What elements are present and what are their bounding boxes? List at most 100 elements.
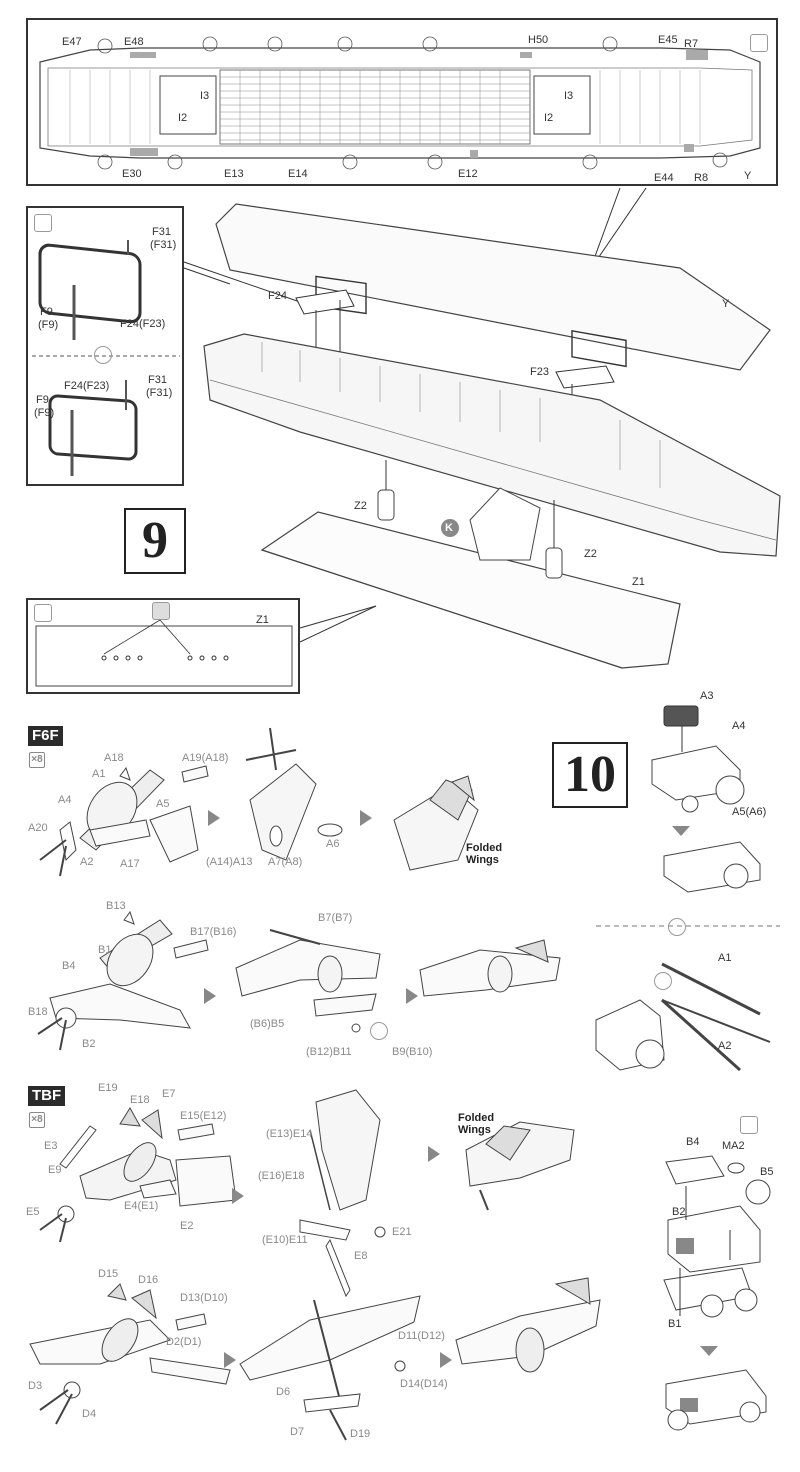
f6f-assembly-drawing (37, 727, 561, 1051)
tbf-quantity-badge: ×8 (29, 1112, 45, 1128)
alternate-option-icon (654, 972, 672, 990)
tbf-label-e8: E8 (354, 1250, 368, 1262)
ship-label-f23: F23 (530, 366, 549, 378)
tbf-folded-wings-note: Folded Wings (458, 1112, 495, 1136)
ship-label-z1: Z1 (632, 576, 645, 588)
alternate-option-icon (668, 918, 686, 936)
tow-tractor-drawing (595, 705, 780, 1072)
plan-label-r7: R7 (684, 38, 699, 50)
plan-label-h50: H50 (528, 34, 549, 46)
ship-label-k: K (445, 522, 453, 534)
plan-label-e12: E12 (458, 168, 478, 180)
ship-label-y: Y (722, 298, 730, 310)
detail-label-f9-alt: (F9) (38, 319, 59, 331)
step-number-10: 10 (552, 742, 628, 808)
plan-label-e14: E14 (288, 168, 308, 180)
flight-deck-plan-drawing (39, 36, 761, 170)
tbf-label-e16: (E16)E18 (258, 1170, 305, 1182)
plan-label-i2-fore: I2 (178, 112, 188, 124)
elevator-detail-drawing (32, 240, 301, 476)
tbf-tag: TBF (28, 1086, 66, 1106)
tbf-label-d3: D3 (28, 1380, 43, 1392)
plan-label-e48: E48 (124, 36, 144, 48)
paint-brush-icon (750, 34, 768, 52)
f6f-label-b2: B2 (82, 1038, 96, 1050)
f6f-label-b4: B4 (62, 960, 76, 972)
step-arrow (672, 826, 690, 836)
f6f-label-b9: B9(B10) (392, 1046, 433, 1058)
alternate-option-icon (94, 346, 112, 364)
detail-label-f24: F24(F23) (120, 318, 166, 330)
f6f-label-b17: B17(B16) (190, 926, 237, 938)
carrier-assembly-drawing (203, 187, 781, 669)
paint-brush-icon (34, 214, 52, 232)
jeep-label-b2: B2 (672, 1206, 686, 1218)
jeep-label-ma2: MA2 (722, 1140, 745, 1152)
tbf-label-d7: D7 (290, 1426, 305, 1438)
stand-detail-label-z1: Z1 (256, 614, 269, 626)
plan-label-i2-aft: I2 (544, 112, 554, 124)
step-arrow (224, 1352, 236, 1368)
f6f-label-a18: A18 (104, 752, 124, 764)
tbf-label-d11: D11(D12) (398, 1330, 445, 1342)
step-arrow (440, 1352, 452, 1368)
plan-label-e44: E44 (654, 172, 674, 184)
paint-brush-icon (34, 604, 52, 622)
plan-label-r8: R8 (694, 172, 709, 184)
f6f-label-b7: B7(B7) (318, 912, 353, 924)
step-number-9: 9 (124, 508, 186, 574)
jeep-label-b4: B4 (686, 1136, 700, 1148)
tbf-label-d14: D14(D14) (400, 1378, 448, 1390)
f6f-label-a4: A4 (58, 794, 72, 806)
detail-label-f9-b-alt: (F9) (34, 407, 55, 419)
step-arrow (208, 810, 220, 826)
paint-icon (740, 1116, 758, 1134)
tbf-label-e13: (E13)E14 (266, 1128, 313, 1140)
plan-label-e13: E13 (224, 168, 244, 180)
detail-label-f9-b: F9 (36, 394, 49, 406)
detail-label-f31-alt: (F31) (150, 239, 177, 251)
f6f-quantity-badge: ×8 (29, 752, 45, 768)
tractor-label-a5: A5(A6) (732, 806, 767, 818)
step-arrow (360, 810, 372, 826)
f6f-label-a5: A5 (156, 798, 170, 810)
f6f-label-b18: B18 (28, 1006, 48, 1018)
tbf-label-e15: E15(E12) (180, 1110, 227, 1122)
f6f-label-b13: B13 (106, 900, 126, 912)
detail-label-f31-b-alt: (F31) (146, 387, 173, 399)
f6f-tag: F6F (28, 726, 63, 746)
detail-label-f24-b: F24(F23) (64, 380, 110, 392)
tbf-label-d19: D19 (350, 1428, 371, 1440)
tbf-label-e10: (E10)E11 (262, 1234, 308, 1246)
step-arrow (232, 1188, 244, 1204)
plan-label-i3-aft: I3 (564, 90, 574, 102)
drill-hole-icon (152, 602, 170, 620)
tbf-label-d16: D16 (138, 1274, 159, 1286)
tbf-label-d4: D4 (82, 1408, 97, 1420)
detail-label-f9: F9 (40, 306, 53, 318)
tractor-label-a1: A1 (718, 952, 732, 964)
step-arrow (700, 1346, 718, 1356)
f6f-label-b1: B1 (98, 944, 112, 956)
stand-detail-drawing (35, 619, 293, 687)
tbf-label-d6: D6 (276, 1386, 291, 1398)
tbf-label-d15: D15 (98, 1268, 119, 1280)
f6f-label-b12: (B12)B11 (306, 1046, 352, 1058)
step-arrow (428, 1146, 440, 1162)
ship-label-z2-left: Z2 (354, 500, 367, 512)
tbf-label-e19: E19 (98, 1082, 118, 1094)
tractor-label-a3: A3 (700, 690, 714, 702)
detail-label-f31: F31 (152, 226, 171, 238)
f6f-label-a14: (A14)A13 (206, 856, 253, 868)
jeep-label-b1: B1 (668, 1318, 682, 1330)
f6f-label-a17: A17 (120, 858, 140, 870)
f6f-label-a20: A20 (28, 822, 48, 834)
plan-label-e45: E45 (658, 34, 678, 46)
alternate-option-icon (370, 1022, 388, 1040)
tbf-label-d2: D2(D1) (166, 1336, 202, 1348)
step-arrow (406, 988, 418, 1004)
tbf-assembly-drawing (29, 1089, 601, 1441)
tbf-label-e2: E2 (180, 1220, 194, 1232)
plan-label-e47: E47 (62, 36, 82, 48)
